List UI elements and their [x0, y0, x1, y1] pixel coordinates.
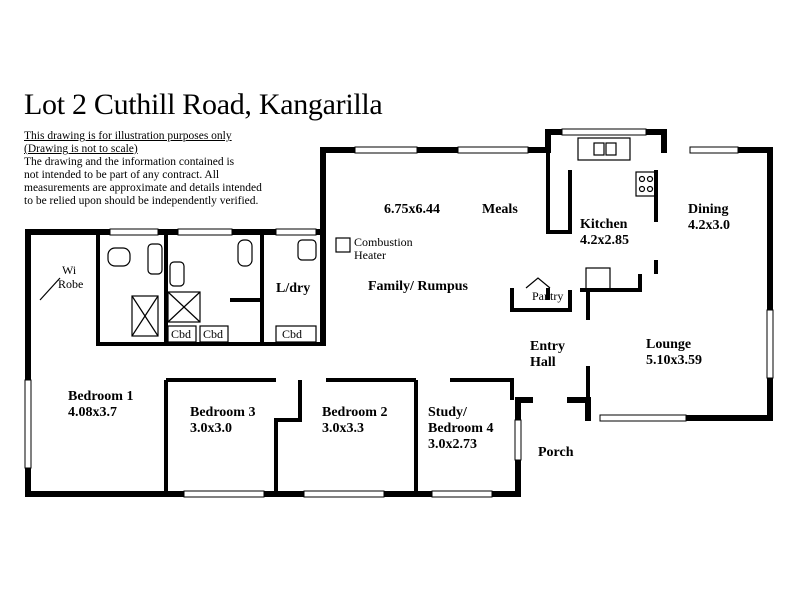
cupboard-label: Cbd	[203, 327, 223, 341]
porch-label: Porch	[538, 445, 574, 460]
bedroom2-size-label: 3.0x3.3	[322, 421, 364, 436]
exterior-walls	[25, 129, 773, 497]
cupboard-label: Cbd	[282, 327, 302, 341]
wi-robe-label: Robe	[58, 277, 83, 291]
meals-size-label: 6.75x6.44	[384, 202, 440, 217]
bedroom1-size-label: 4.08x3.7	[68, 405, 117, 420]
bedroom2-label: Bedroom 2	[322, 405, 387, 420]
dining-size-label: 4.2x3.0	[688, 218, 730, 233]
combustion-heater-label: Heater	[354, 248, 386, 262]
room-labels: 6.75x6.44 Meals Kitchen 4.2x2.85 Dining …	[58, 202, 730, 460]
kitchen-size-label: 4.2x2.85	[580, 233, 629, 248]
disclaimer-line: (Drawing is not to scale)	[24, 143, 138, 155]
combustion-heater-label: Combustion	[354, 235, 413, 249]
fixtures	[39, 137, 657, 343]
disclaimer-line: The drawing and the information containe…	[24, 156, 235, 168]
kitchen-label: Kitchen	[580, 217, 628, 232]
disclaimer-line: measurements are approximate and details…	[24, 182, 262, 194]
lounge-size-label: 5.10x3.59	[646, 353, 702, 368]
bedroom3-label: Bedroom 3	[190, 405, 255, 420]
interior-walls	[96, 150, 658, 494]
laundry-label: L/dry	[276, 281, 310, 296]
disclaimer-line: to be relied upon should be independentl…	[24, 195, 259, 207]
wi-robe-label: Wi	[62, 263, 77, 277]
meals-label: Meals	[482, 202, 518, 217]
bedroom1-label: Bedroom 1	[68, 389, 133, 404]
plan-title: Lot 2 Cuthill Road, Kangarilla	[24, 88, 383, 121]
study-label: Bedroom 4	[428, 421, 493, 436]
bedroom3-size-label: 3.0x3.0	[190, 421, 232, 436]
lounge-label: Lounge	[646, 337, 691, 352]
disclaimer-line: not intended to be part of any contract.…	[24, 169, 220, 181]
disclaimer-line: This drawing is for illustration purpose…	[24, 130, 232, 142]
pantry-label: Pantry	[532, 289, 563, 303]
family-rumpus-label: Family/ Rumpus	[368, 279, 469, 294]
cupboard-label: Cbd	[171, 327, 191, 341]
dining-label: Dining	[688, 202, 728, 217]
windows	[24, 128, 774, 498]
entry-hall-label: Hall	[530, 355, 556, 370]
entry-hall-label: Entry	[530, 339, 565, 354]
study-label: Study/	[428, 405, 468, 420]
study-size-label: 3.0x2.73	[428, 437, 477, 452]
